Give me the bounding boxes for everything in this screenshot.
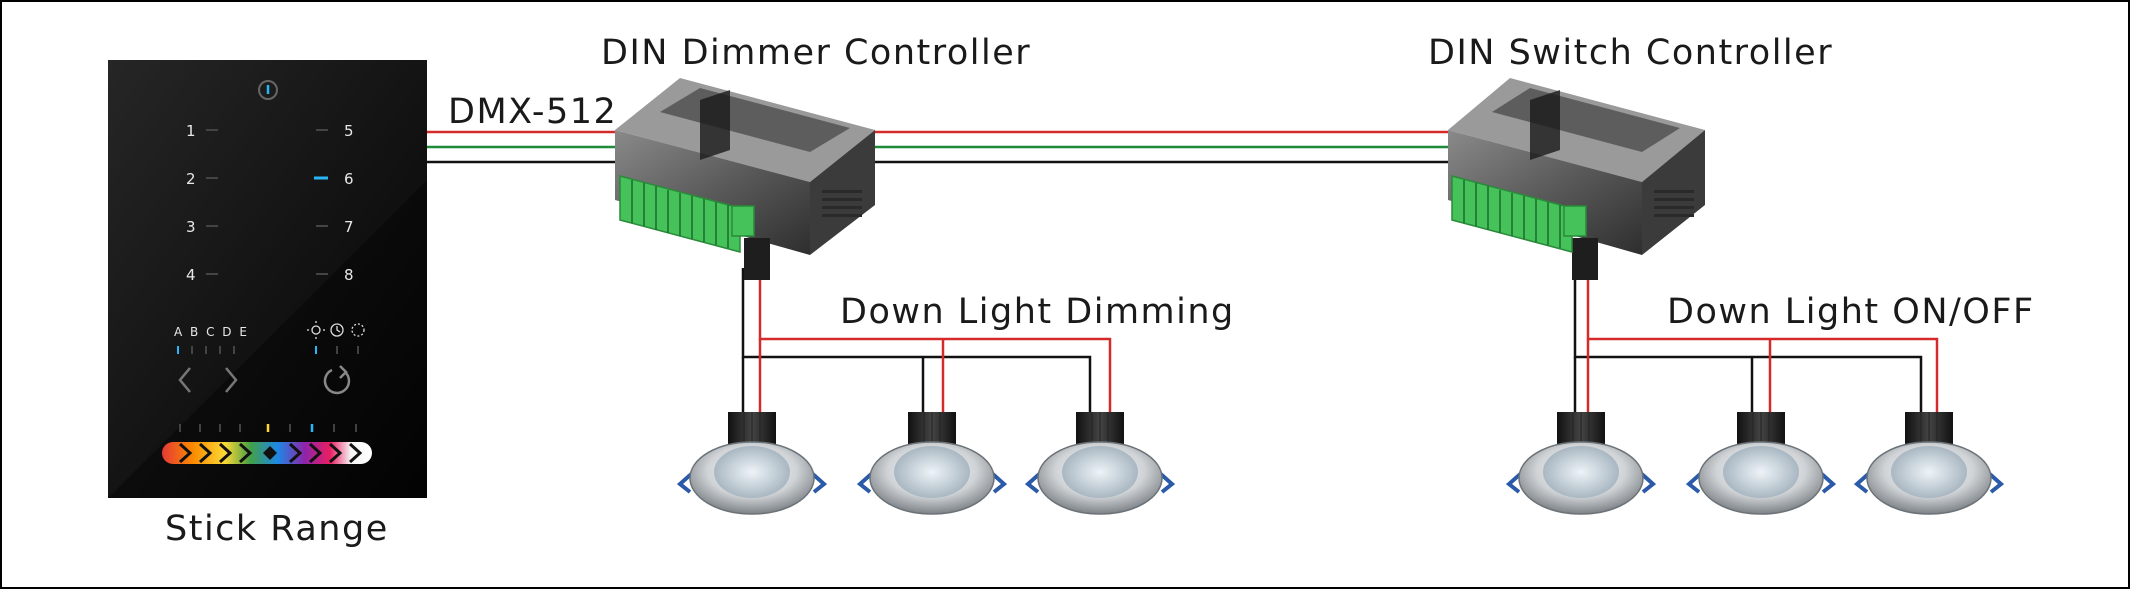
stick-range-label: Stick Range	[165, 509, 389, 549]
clock-icon[interactable]	[330, 323, 344, 337]
dimming-group-wiring	[741, 268, 1112, 412]
chevron-left-icon[interactable]	[178, 367, 191, 393]
din-switch-controller-label: DIN Switch Controller	[1428, 33, 1833, 73]
panel-button-6[interactable]: 6	[344, 170, 354, 188]
downlight-onoff-1	[1505, 412, 1657, 515]
chevron-right-icon[interactable]	[225, 367, 238, 393]
onoff-group-wiring	[1573, 262, 1939, 412]
color-indicators	[179, 424, 357, 432]
downlight-dimming-3	[1024, 412, 1176, 515]
downlight-onoff-2	[1685, 412, 1837, 515]
panel-button-8[interactable]: 8	[344, 266, 354, 284]
dotted-circle-icon[interactable]	[351, 323, 365, 337]
din-dimmer-controller-device	[615, 78, 875, 280]
downlight-dimming-1	[676, 412, 828, 515]
panel-button-2[interactable]: 2	[186, 170, 196, 188]
button-indicator-dashes	[206, 129, 328, 275]
din-switch-controller-device	[1448, 78, 1705, 280]
dmx-bus-wires	[427, 130, 1448, 164]
panel-button-4[interactable]: 4	[186, 266, 196, 284]
panel-button-3[interactable]: 3	[186, 218, 196, 236]
sun-icon[interactable]	[307, 321, 325, 339]
mode-indicators	[315, 346, 359, 354]
scene-letters: A B C D E	[174, 325, 249, 339]
panel-button-7[interactable]: 7	[344, 218, 354, 236]
power-icon	[258, 80, 278, 100]
onoff-group-label: Down Light ON/OFF	[1667, 292, 2035, 332]
color-slider-knob[interactable]	[263, 446, 277, 460]
din-dimmer-controller-label: DIN Dimmer Controller	[601, 33, 1031, 73]
downlight-dimming-2	[856, 412, 1008, 515]
downlight-onoff-3	[1853, 412, 2005, 515]
refresh-icon[interactable]	[323, 365, 351, 395]
dmx-bus-label: DMX-512	[448, 92, 617, 132]
stick-range-panel: 1 2 3 4 5 6 7 8 A B C D E	[108, 60, 427, 498]
scene-indicators	[177, 346, 235, 354]
dimming-group-label: Down Light Dimming	[840, 292, 1235, 332]
color-wheel-slider[interactable]	[162, 442, 372, 464]
panel-button-1[interactable]: 1	[186, 122, 196, 140]
panel-button-5[interactable]: 5	[344, 122, 354, 140]
